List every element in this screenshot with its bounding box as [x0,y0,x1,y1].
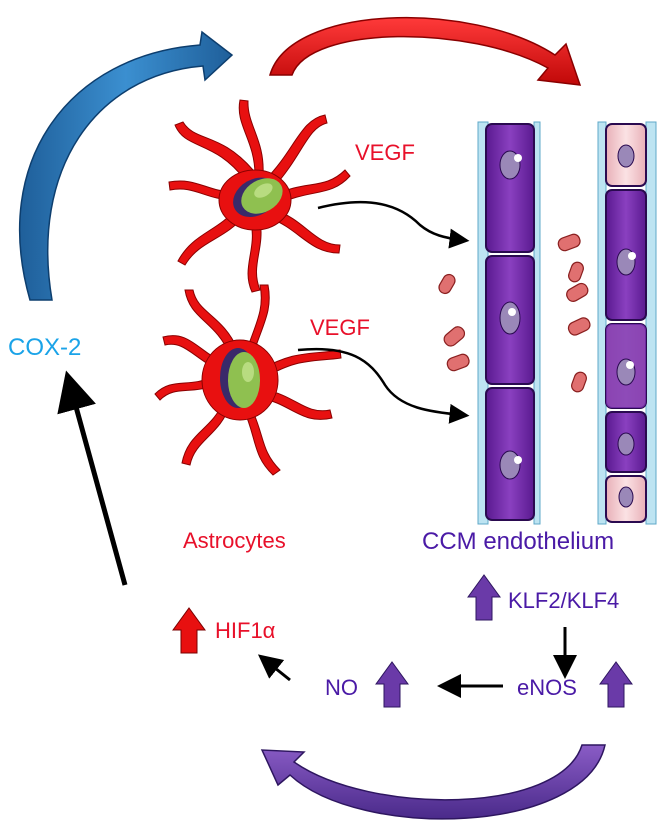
red-blood-cell-icon [438,233,591,393]
no-up-arrow-icon [375,661,409,708]
endothelial-cell-icon [485,255,535,385]
blue-curved-arrow-icon [18,30,234,301]
diagonal-arrow-icon [257,654,291,682]
endothelial-cell-icon [485,123,535,253]
enos-label: eNOS [517,675,577,700]
astrocyte-cell-icon [154,284,342,476]
endothelial-cell-icon [605,323,647,409]
hif-label: HIF1α [215,618,276,643]
vegf-signal-arrow-icon [297,347,470,424]
purple-curved-arrow-icon [260,744,606,820]
ccm-endothelium-left-column [477,121,541,525]
endothelial-cell-icon [605,475,647,523]
no-label: NO [325,675,358,700]
vegf-signal-arrow-icon [317,200,470,249]
cox2-label: COX-2 [8,334,82,361]
klf-label: KLF2/KLF4 [508,588,620,613]
ccm-endothelium-right-column [597,121,657,525]
long-arrow-icon [57,370,128,586]
hif-up-arrow-icon [172,607,206,654]
astrocyte-cell-icon [168,99,351,293]
ccm-endothelium-label: CCM endothelium [422,528,615,555]
red-curved-arrow-icon [269,17,582,86]
enos-up-arrow-icon [599,661,633,708]
astrocytes-label: Astrocytes [183,528,286,553]
klf-up-arrow-icon [467,574,501,621]
endothelial-cell-icon [605,189,647,321]
endothelial-cell-icon [605,411,647,473]
vegf-label: VEGF [310,315,370,340]
endothelial-cell-icon [605,123,647,187]
endothelial-cell-icon [485,387,535,521]
vegf-label: VEGF [355,140,415,165]
